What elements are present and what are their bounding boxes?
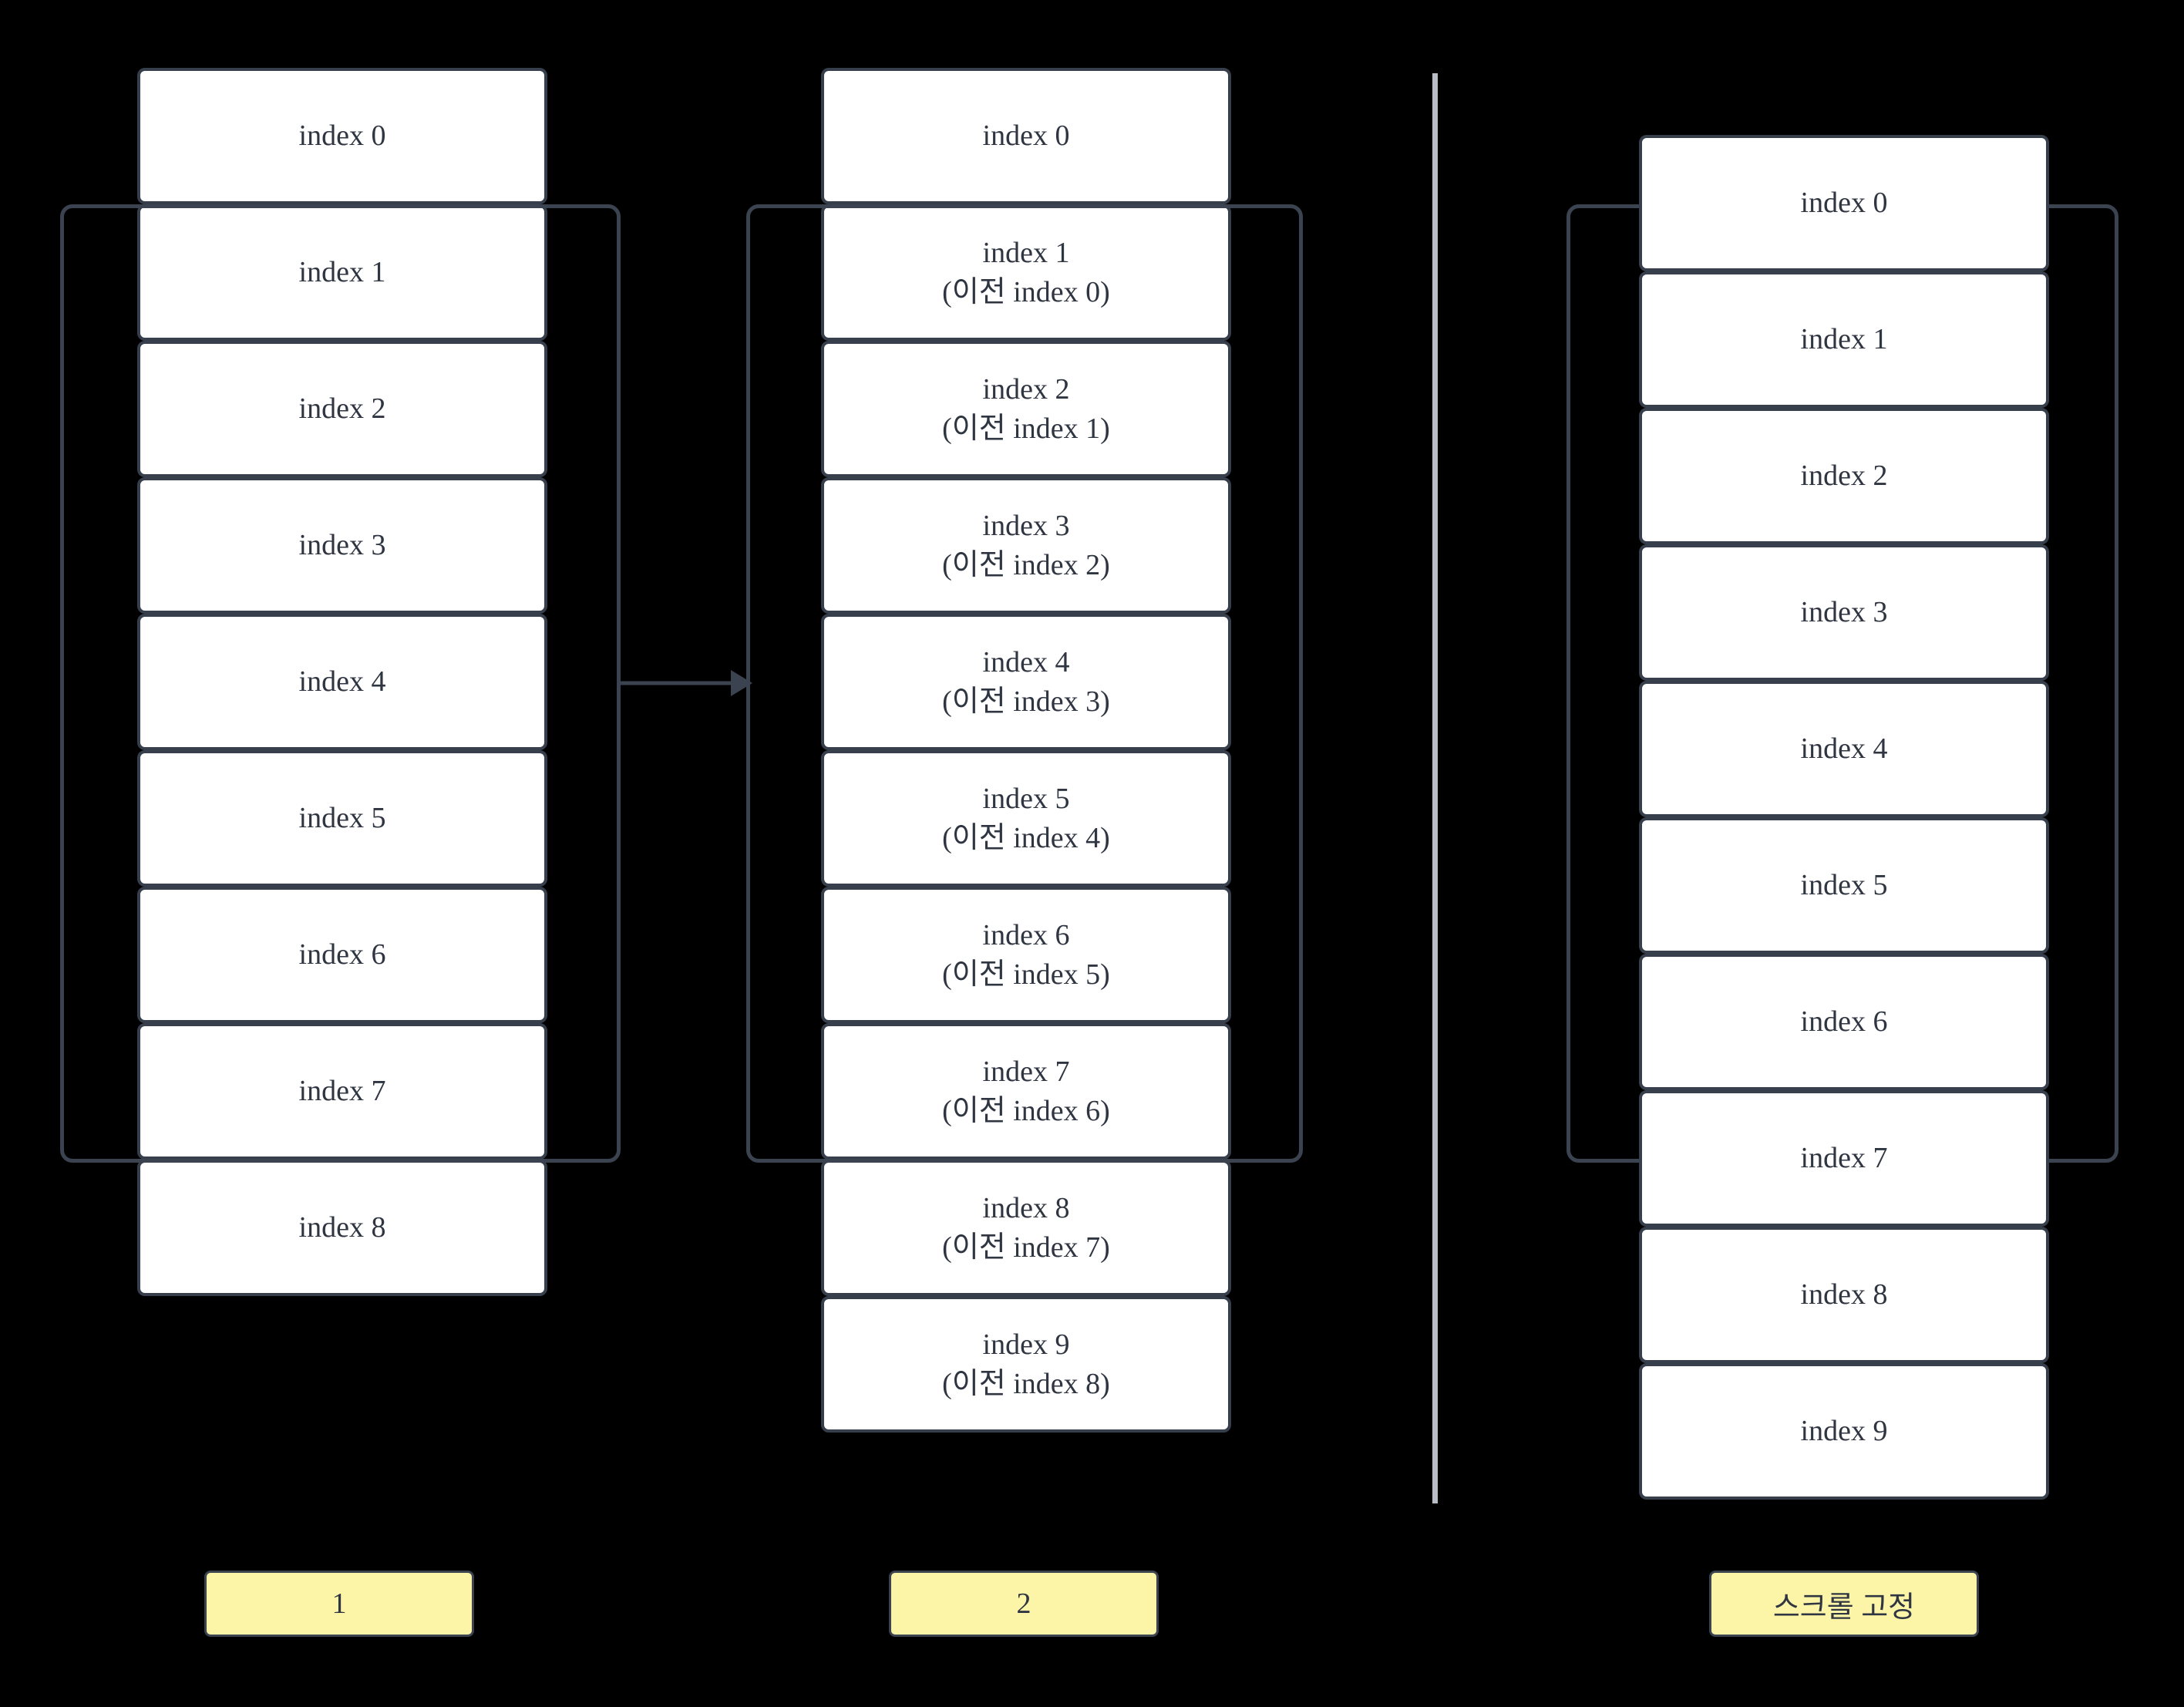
list-item[interactable]: index 1 xyxy=(1639,271,2049,408)
transition-arrow xyxy=(617,659,755,707)
list-item[interactable]: index 4 xyxy=(1639,681,2049,817)
button-step-1[interactable]: 1 xyxy=(204,1571,474,1637)
list-item[interactable]: index 2 xyxy=(137,341,547,477)
list-item[interactable]: index 0 xyxy=(1639,135,2049,271)
list-item[interactable]: index 3 xyxy=(1639,544,2049,681)
list-item[interactable]: index 3 xyxy=(137,477,547,614)
list-item[interactable]: index 5 xyxy=(137,750,547,887)
list-item[interactable]: index 6 xyxy=(1639,954,2049,1090)
list-item[interactable]: index 4 xyxy=(137,614,547,750)
list-item[interactable]: index 6 (이전 index 5) xyxy=(821,887,1231,1023)
list-item[interactable]: index 1 xyxy=(137,204,547,341)
list-item[interactable]: index 9 (이전 index 8) xyxy=(821,1296,1231,1433)
list-item[interactable]: index 6 xyxy=(137,887,547,1023)
list-item[interactable]: index 5 (이전 index 4) xyxy=(821,750,1231,887)
list-item[interactable]: index 7 xyxy=(1639,1090,2049,1227)
list-item[interactable]: index 9 xyxy=(1639,1363,2049,1500)
list-item[interactable]: index 0 xyxy=(137,68,547,204)
list-item[interactable]: index 7 (이전 index 6) xyxy=(821,1023,1231,1160)
list-item[interactable]: index 4 (이전 index 3) xyxy=(821,614,1231,750)
list-item[interactable]: index 5 xyxy=(1639,817,2049,954)
list-item[interactable]: index 2 (이전 index 1) xyxy=(821,341,1231,477)
list-item[interactable]: index 3 (이전 index 2) xyxy=(821,477,1231,614)
list-item[interactable]: index 1 (이전 index 0) xyxy=(821,204,1231,341)
button-scroll-lock[interactable]: 스크롤 고정 xyxy=(1709,1571,1979,1637)
section-divider xyxy=(1432,73,1438,1503)
list-item[interactable]: index 0 xyxy=(821,68,1231,204)
button-step-2[interactable]: 2 xyxy=(889,1571,1159,1637)
list-item[interactable]: index 8 xyxy=(137,1160,547,1296)
list-item[interactable]: index 8 xyxy=(1639,1227,2049,1363)
list-item[interactable]: index 8 (이전 index 7) xyxy=(821,1160,1231,1296)
list-item[interactable]: index 2 xyxy=(1639,408,2049,544)
list-item[interactable]: index 7 xyxy=(137,1023,547,1160)
